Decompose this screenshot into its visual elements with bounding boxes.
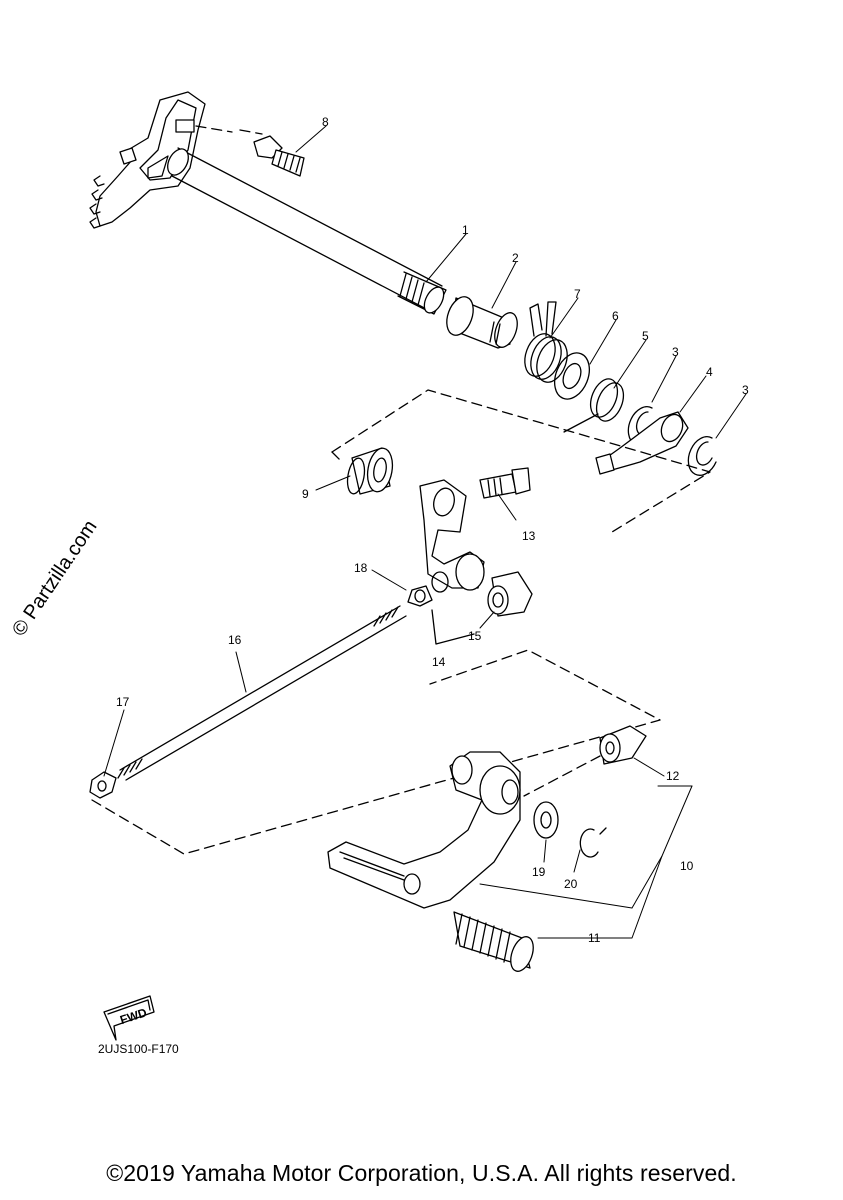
callout-labels: 1 2 3 3 4 5 6 7 8 9 10 11 12 13 14 15 16… xyxy=(116,115,749,1027)
stopper-bolt-part-8 xyxy=(253,135,305,177)
callout-17: 17 xyxy=(116,695,130,709)
callout-15: 15 xyxy=(468,629,482,643)
callout-20: 20 xyxy=(564,877,578,891)
torsion-spring-part-7 xyxy=(524,301,568,383)
bearing-part-9 xyxy=(346,447,394,495)
callout-10: 10 xyxy=(680,859,694,873)
shift-rod-part-16 xyxy=(117,605,407,781)
callout-16: 16 xyxy=(228,633,242,647)
bolt-part-13 xyxy=(479,467,531,499)
callout-6: 6 xyxy=(612,309,619,323)
shift-arm-part-4 xyxy=(595,411,689,475)
callout-3b: 3 xyxy=(742,383,749,397)
collar-part-2 xyxy=(446,296,518,349)
shift-pedal-part-10 xyxy=(327,751,521,909)
shift-shaft-part-1 xyxy=(89,91,447,315)
circlip-part-20 xyxy=(579,827,607,858)
assembly-outline-lower xyxy=(91,649,661,855)
callout-7: 7 xyxy=(574,287,581,301)
pedal-rubber-part-11 xyxy=(453,911,534,972)
callout-14: 14 xyxy=(432,655,446,669)
callout-12: 12 xyxy=(666,769,680,783)
callout-9: 9 xyxy=(302,487,309,501)
rubber-boot-part-15 xyxy=(487,571,533,617)
joint-part-12 xyxy=(599,725,647,765)
callout-11: 11 xyxy=(588,931,601,945)
nut-part-18 xyxy=(407,585,433,607)
callout-2: 2 xyxy=(512,251,519,265)
copyright-notice: ©2019 Yamaha Motor Corporation, U.S.A. A… xyxy=(106,1160,737,1186)
callout-13: 13 xyxy=(522,529,536,543)
washer-part-19 xyxy=(533,801,559,839)
callout-19: 19 xyxy=(532,865,546,879)
fwd-arrow-icon xyxy=(103,995,155,1041)
washer-part-6 xyxy=(554,352,590,400)
assembly-outline-upper xyxy=(331,389,711,533)
callout-4: 4 xyxy=(706,365,713,379)
callout-1: 1 xyxy=(462,223,469,237)
callout-5: 5 xyxy=(642,329,649,343)
callout-8: 8 xyxy=(322,115,329,129)
shift-link-part-14 xyxy=(419,479,485,645)
return-spring-part-5 xyxy=(563,378,625,433)
leader-lines xyxy=(103,125,747,939)
diagram-code: 2UJS100-F170 xyxy=(98,1042,179,1056)
callout-3a: 3 xyxy=(672,345,679,359)
nut-part-17 xyxy=(89,771,117,799)
callout-18: 18 xyxy=(354,561,368,575)
